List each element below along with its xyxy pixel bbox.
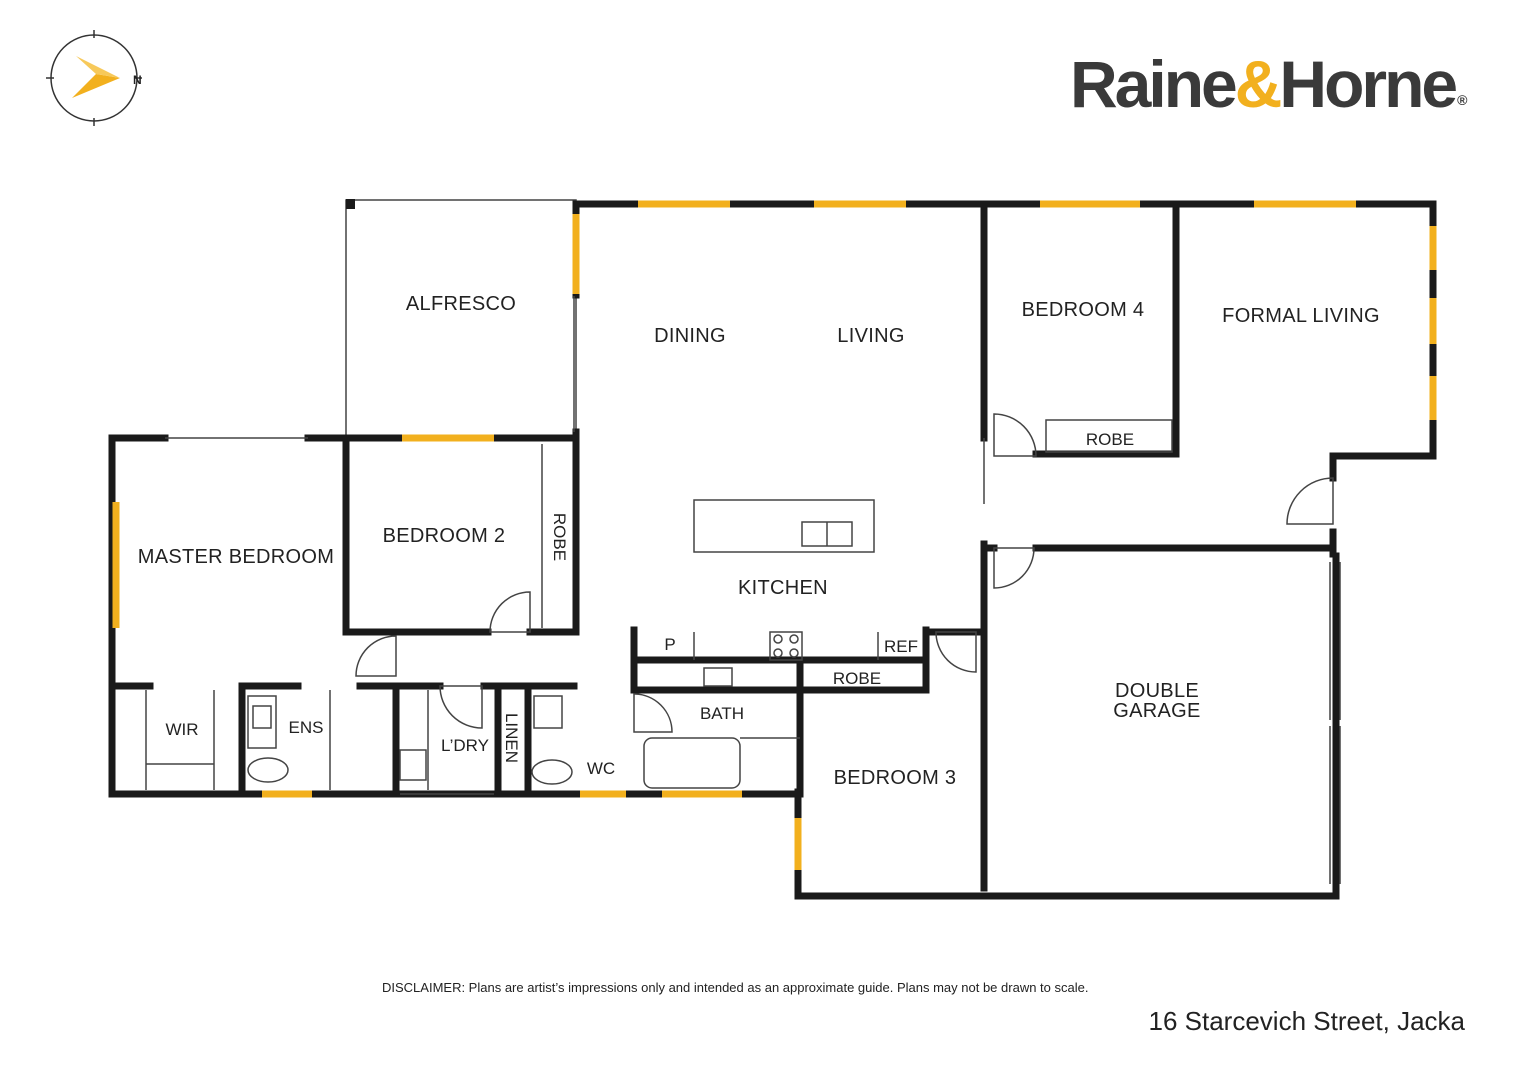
room-label-linen: LINEN <box>502 713 521 763</box>
disclaimer-text: DISCLAIMER: Plans are artist’s impressio… <box>382 980 1089 995</box>
room-label-dining: DINING <box>654 325 726 347</box>
interior-fixtures <box>145 296 1341 884</box>
brand-logo: Raine&Horne® <box>1070 46 1467 122</box>
room-label-ref: REF <box>884 637 918 656</box>
room-label-robe-bedroom4: ROBE <box>1086 430 1134 449</box>
room-label-master-bedroom: MASTER BEDROOM <box>138 546 334 568</box>
room-label-wc: WC <box>587 759 615 778</box>
room-label-pantry: P <box>664 635 675 654</box>
room-label-ens: ENS <box>289 718 324 737</box>
room-label-bath: BATH <box>700 704 744 723</box>
room-label-bedroom2: BEDROOM 2 <box>383 525 506 547</box>
logo-part2: Horne <box>1279 47 1458 121</box>
room-label-alfresco: ALFRESCO <box>406 293 516 315</box>
alfresco-outline <box>345 199 577 439</box>
room-label-bedroom3: BEDROOM 3 <box>834 767 957 789</box>
property-address: 16 Starcevich Street, Jacka <box>1148 1006 1465 1036</box>
room-label-kitchen: KITCHEN <box>738 577 828 599</box>
windows <box>112 200 1437 870</box>
room-label-bedroom4: BEDROOM 4 <box>1022 299 1145 321</box>
room-label-garage-line2: GARAGE <box>1113 700 1200 722</box>
logo-registered-mark: ® <box>1457 92 1468 108</box>
room-label-wir: WIR <box>165 720 198 739</box>
room-label-robe-bedroom3: ROBE <box>833 669 881 688</box>
room-label-formal-living: FORMAL LIVING <box>1222 305 1380 327</box>
room-label-robe-bedroom2: ROBE <box>550 513 569 561</box>
logo-part1: Raine <box>1070 47 1238 121</box>
room-label-living: LIVING <box>837 325 904 347</box>
room-label-garage-line1: DOUBLE <box>1115 680 1199 702</box>
compass-north-label: N <box>133 73 142 87</box>
logo-ampersand: & <box>1234 47 1283 121</box>
door-swings <box>355 413 1334 733</box>
compass-north-icon: N <box>46 30 142 126</box>
room-label-laundry: L’DRY <box>441 736 489 755</box>
